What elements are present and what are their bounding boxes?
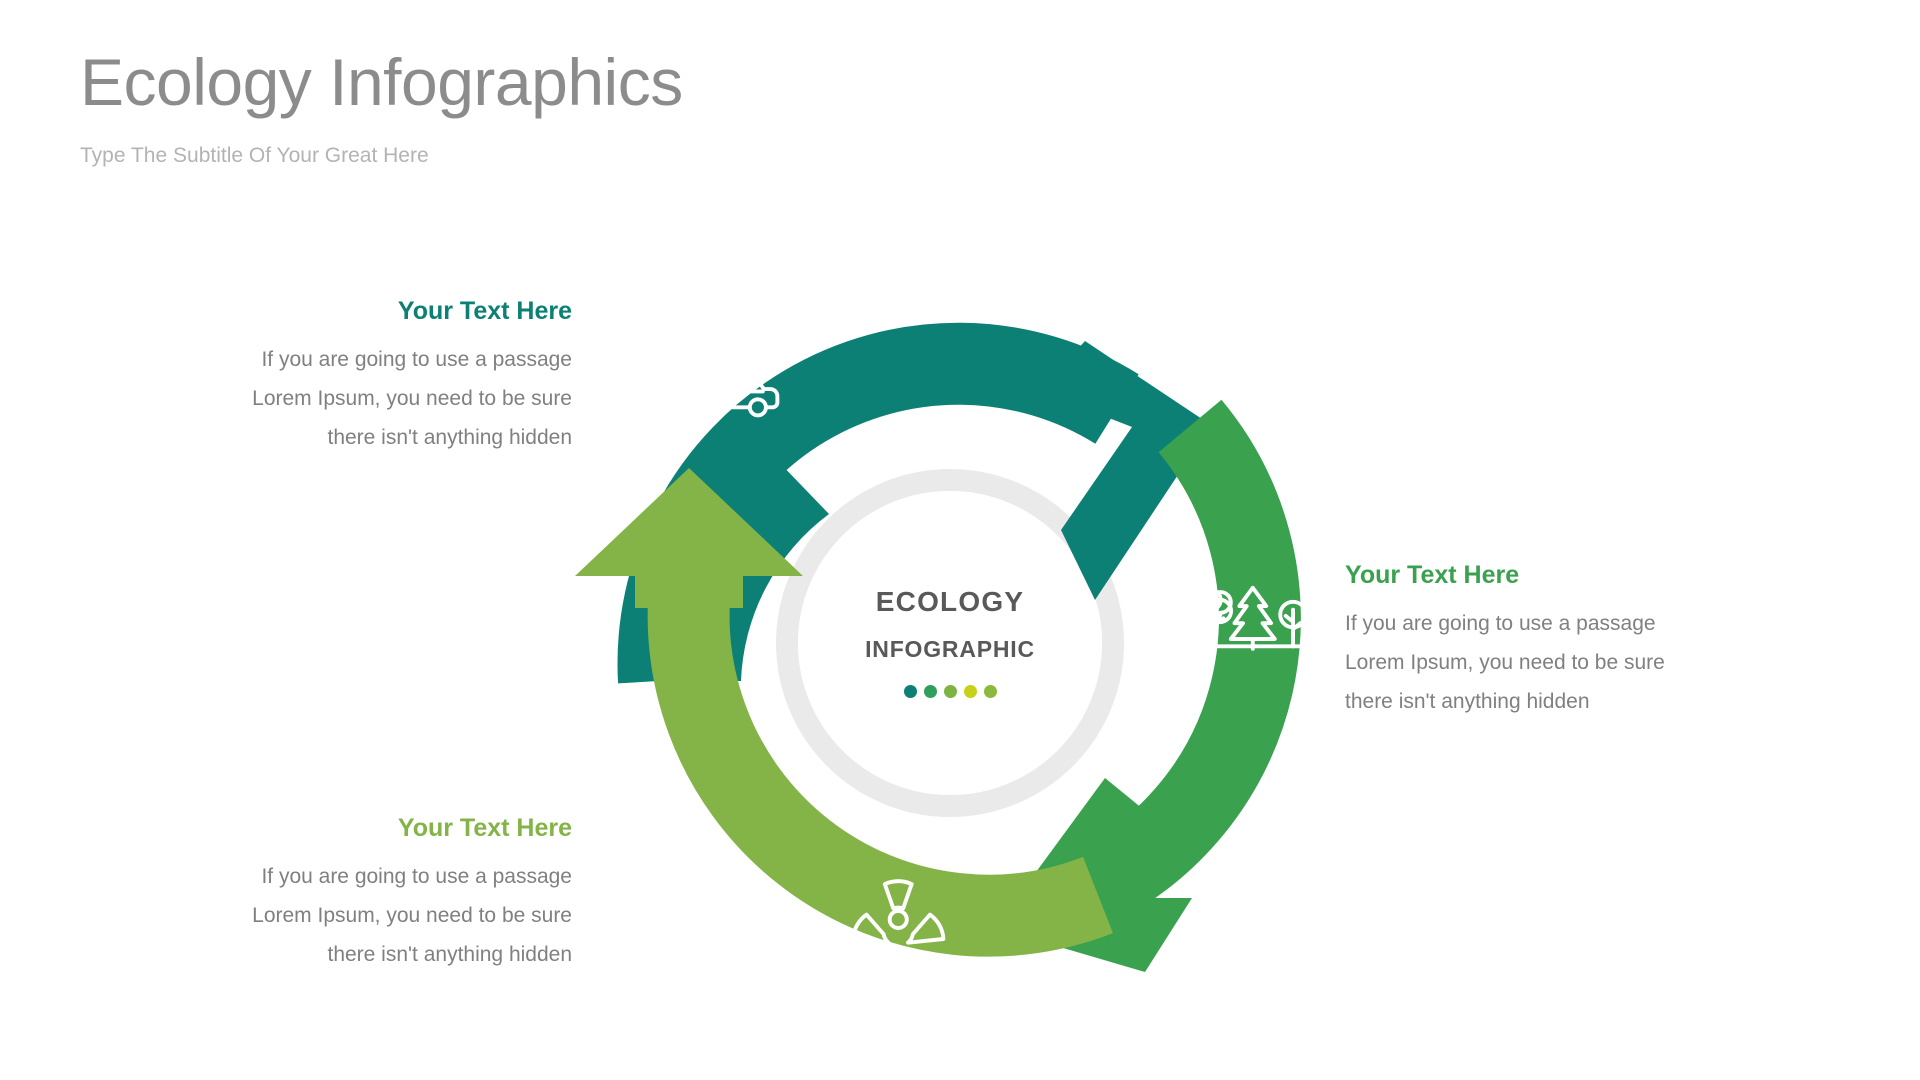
callout-line: there isn't anything hidden	[327, 942, 572, 966]
center-inner-disc	[798, 491, 1102, 795]
callout-line: If you are going to use a passage	[261, 347, 572, 371]
callout-line: there isn't anything hidden	[327, 425, 572, 449]
callout-line: Lorem Ipsum, you need to be sure	[252, 386, 572, 410]
callout-line: Lorem Ipsum, you need to be sure	[252, 903, 572, 927]
cycle-segment-light-green[interactable]	[561, 468, 1113, 957]
cycle-segment-light-green-band	[647, 572, 1113, 957]
callout-right: Your Text Here If you are going to use a…	[1345, 561, 1765, 721]
center-outer-ring	[776, 469, 1124, 817]
electric-car-icon	[679, 359, 780, 418]
callout-right-body: If you are going to use a passage Lorem …	[1345, 604, 1765, 721]
trees-icon	[1197, 585, 1313, 651]
callout-top-left-body: If you are going to use a passage Lorem …	[152, 340, 572, 457]
callout-line: If you are going to use a passage	[261, 864, 572, 888]
page-title: Ecology Infographics	[80, 45, 683, 119]
callout-bottom-left: Your Text Here If you are going to use a…	[152, 814, 572, 974]
callout-bottom-left-title: Your Text Here	[397, 814, 572, 842]
cycle-segment-light-green-arrow	[575, 468, 803, 608]
callout-line: If you are going to use a passage	[1345, 611, 1656, 635]
cycle-segment-green-band	[1065, 399, 1301, 930]
header: Ecology Infographics Type The Subtitle O…	[80, 45, 683, 168]
cycle-segment-teal-arrowhead	[1040, 341, 1211, 600]
cycle-svg	[575, 322, 1313, 972]
ecology-cycle-diagram: ECOLOGY INFOGRAPHIC	[575, 278, 1315, 1008]
radiation-icon	[851, 879, 946, 945]
callout-right-title: Your Text Here	[1345, 561, 1520, 589]
callout-bottom-left-body: If you are going to use a passage Lorem …	[152, 857, 572, 974]
callout-top-left-title: Your Text Here	[397, 297, 572, 325]
callout-line: Lorem Ipsum, you need to be sure	[1345, 650, 1665, 674]
callout-line: there isn't anything hidden	[1345, 689, 1590, 713]
page-subtitle: Type The Subtitle Of Your Great Here	[80, 144, 429, 168]
callout-top-left: Your Text Here If you are going to use a…	[152, 297, 572, 457]
